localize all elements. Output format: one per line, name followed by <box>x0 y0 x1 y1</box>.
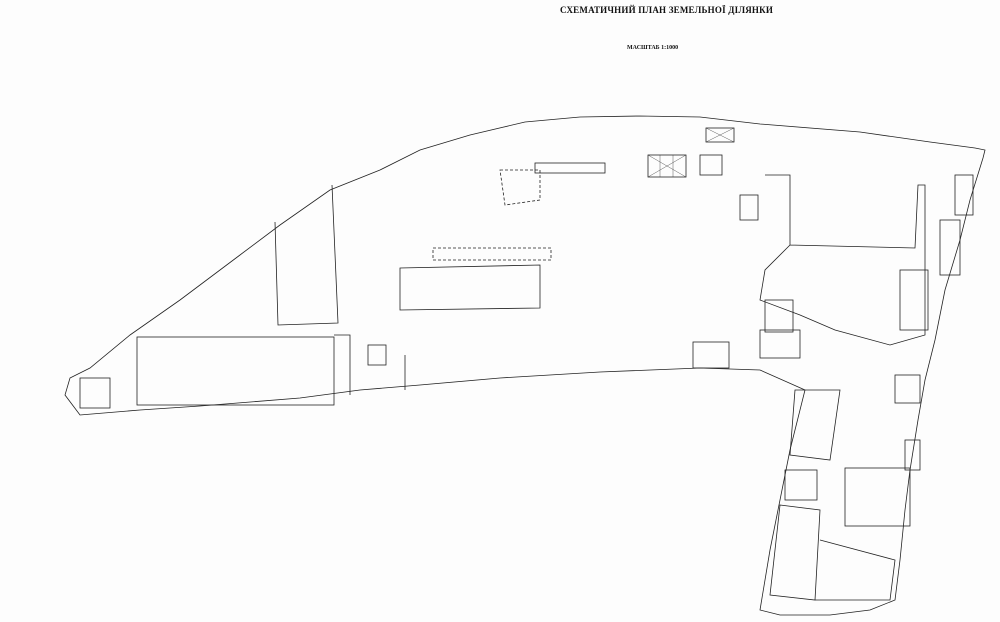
building-far-west <box>79 377 111 409</box>
building-right-e <box>692 341 730 369</box>
building-east-b <box>939 219 961 276</box>
internal-line-a <box>274 184 339 326</box>
building-east-c <box>894 374 921 404</box>
building-right-b <box>739 194 759 221</box>
building-right-main <box>759 174 926 346</box>
building-south-d <box>769 504 821 601</box>
building-south-e <box>815 539 896 601</box>
plan-title: СХЕМАТИЧНИЙ ПЛАН ЗЕМЕЛЬНОЇ ДІЛЯНКИ <box>560 5 774 15</box>
internal-line-b <box>334 334 351 395</box>
building-right-f <box>759 329 801 359</box>
building-top-center <box>499 169 541 206</box>
building-small-center <box>367 344 387 366</box>
building-right-d <box>764 299 794 333</box>
building-x <box>705 127 735 143</box>
building-east-a <box>954 174 974 216</box>
building-east-d <box>904 439 921 471</box>
building-south-b <box>844 467 911 527</box>
building-west <box>136 336 335 406</box>
parcel-boundary <box>64 115 986 616</box>
building-top-right <box>699 154 723 176</box>
building-south-c <box>784 469 818 501</box>
building-south-a <box>789 389 841 461</box>
plan-scale: МАСШТАБ 1:1000 <box>627 45 679 51</box>
grid-pattern <box>647 127 735 178</box>
structure-long <box>399 264 541 311</box>
building-strip-a <box>534 162 606 174</box>
building-grid <box>647 154 687 178</box>
building-right-c <box>899 269 929 331</box>
structure-dashed <box>432 247 552 261</box>
